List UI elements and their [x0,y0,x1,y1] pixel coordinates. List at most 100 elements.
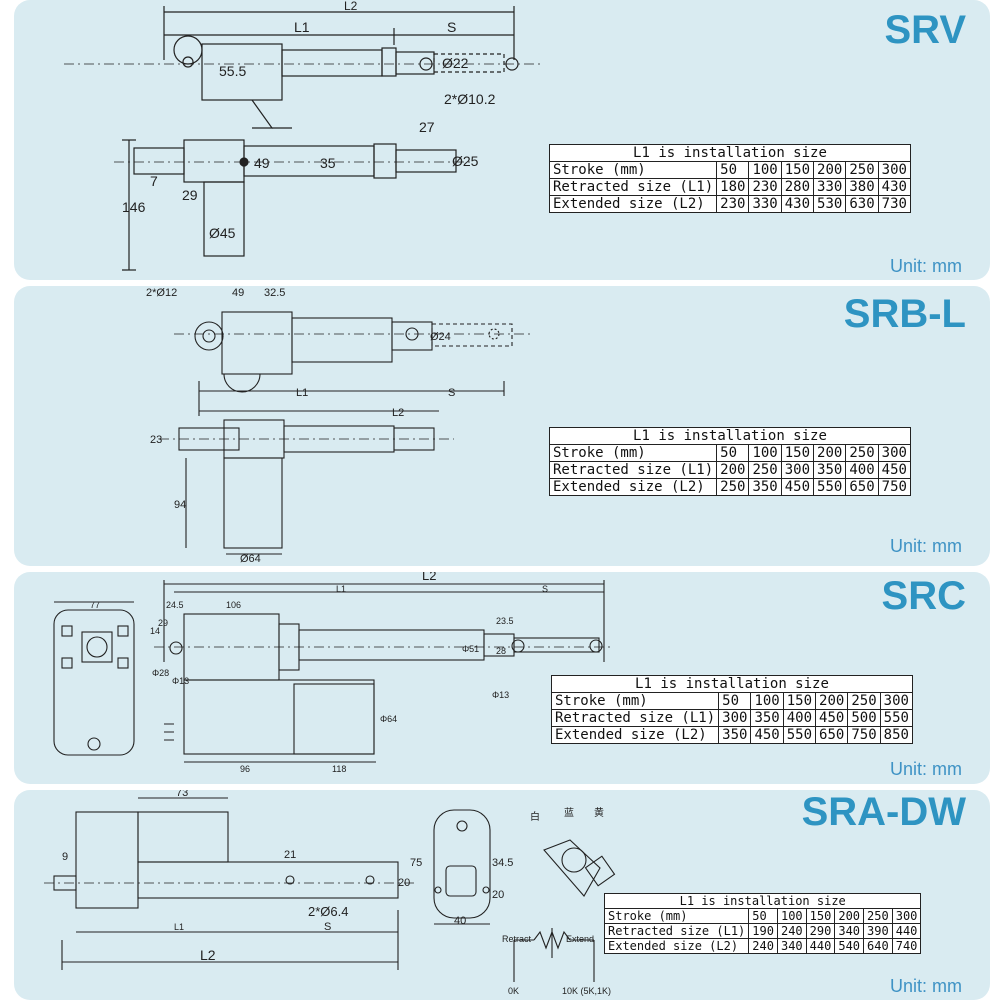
table-cell: 650 [845,478,879,496]
table-cell: 650 [815,726,849,744]
table-cell: 50 [718,692,752,710]
table-cell: 200 [815,692,849,710]
srv-dim-d25: Ø25 [452,153,479,169]
table-cell: 300 [877,161,911,179]
sra-dim-l2: L2 [200,947,216,963]
src-dim-245: 24.5 [166,600,184,610]
srv-dim-holes: 2*Ø10.2 [444,91,496,107]
table-cell: 330 [748,195,782,213]
table-cell: 190 [748,923,778,939]
table-caption: L1 is installation size [549,427,911,445]
table-cell: 440 [891,923,922,939]
table-row: Stroke (mm) 50 100 150 200 250 300 [548,161,911,179]
src-dim-29: 29 [158,618,168,628]
table-cell: 450 [780,478,815,496]
unit-label-srb-l: Unit: mm [890,536,962,556]
table-caption: L1 is installation size [551,675,913,693]
panel-title-src: SRC [881,574,966,618]
src-dim-l1: L1 [336,584,346,594]
pot-label-yellow: 黄 [594,806,604,819]
table-cell: Stroke (mm) [548,444,718,462]
panel-src: L2 L1 S 77 24.5 106 23.5 29 14 Φ28 Φ13 Φ… [14,572,990,784]
table-cell: 400 [782,709,817,727]
srv-dim-55: 55.5 [219,63,246,79]
src-dim-phi13a: Φ13 [172,676,189,686]
src-dim-96: 96 [240,764,250,774]
src-dim-phi64: Φ64 [380,714,397,724]
table-cell: 250 [845,444,879,462]
table-cell: 50 [716,161,750,179]
srv-dim-s: S [447,19,456,35]
table-cell: 50 [748,908,778,924]
sra-dim-9: 9 [62,851,68,863]
src-dim-235: 23.5 [496,616,514,626]
srb-dim-s: S [448,387,455,399]
table-cell: 230 [748,178,782,196]
srb-dim-l1: L1 [296,387,308,399]
table-row: Extended size (L2) 230 330 430 530 630 7… [548,195,911,213]
srv-dim-d22: Ø22 [442,55,469,71]
srb-dim-23: 23 [150,434,162,446]
panel-title-srb-l: SRB-L [843,292,966,336]
table-cell: Stroke (mm) [603,908,750,924]
table-row: Retracted size (L1) 190 240 290 340 390 … [603,923,922,939]
table-cell: 100 [748,161,782,179]
table-cell: 550 [782,726,817,744]
table-cell: Retracted size (L1) [548,178,718,196]
table-row: Stroke (mm) 50 100 150 200 250 300 [548,444,911,462]
table-row: Extended size (L2) 250 350 450 550 650 7… [548,478,911,496]
table-cell: 440 [805,938,836,954]
srv-drawing: L2 L1 S 55.5 Ø22 2*Ø10.2 27 49 35 Ø25 7 … [64,0,544,271]
table-cell: 350 [813,461,847,479]
sra-dim-20a: 20 [398,877,410,889]
schematic-retract: Retract [502,934,532,944]
srv-dim-146: 146 [122,199,146,215]
srv-dim-35: 35 [320,155,336,171]
table-cell: 380 [845,178,879,196]
table-cell: 500 [847,709,881,727]
spec-table-src: L1 is installation size Stroke (mm) 50 1… [550,675,913,744]
table-cell: Extended size (L2) [548,478,718,496]
table-cell: Retracted size (L1) [550,709,720,727]
table-cell: Retracted size (L1) [603,923,750,939]
table-row: Extended size (L2) 350 450 550 650 750 8… [550,726,913,744]
table-cell: 750 [847,726,881,744]
table-cell: Stroke (mm) [548,161,718,179]
table-cell: 340 [834,923,865,939]
panel-title-sra-dw: SRA-DW [801,790,966,834]
src-dim-14: 14 [150,626,160,636]
sra-dim-l1: L1 [174,922,184,932]
panel-title-srv: SRV [884,8,966,52]
table-cell: 300 [718,709,752,727]
srb-dim-49: 49 [232,287,244,299]
srv-dim-49: 49 [254,155,270,171]
table-row: Stroke (mm) 50 100 150 200 250 300 [603,908,922,924]
table-cell: 240 [776,923,807,939]
panel-sra-dw: 73 9 21 20 2*Ø6.4 L1 S L2 75 34.5 20 40 … [14,790,990,1000]
srb-dim-d24: Ø24 [430,331,451,343]
table-cell: 350 [748,478,782,496]
srb-dim-d64: Ø64 [240,553,261,565]
table-row: Retracted size (L1) 300 350 400 450 500 … [550,709,913,727]
srb-dim-l2: L2 [392,407,404,419]
table-cell: 250 [845,161,879,179]
table-cell: 300 [879,692,913,710]
table-cell: 850 [879,726,913,744]
table-cell: Extended size (L2) [550,726,720,744]
table-cell: 350 [718,726,752,744]
table-cell: 150 [805,908,836,924]
table-cell: 540 [834,938,865,954]
src-dim-phi13b: Φ13 [492,690,509,700]
schematic-pot: 10K (5K,1K) [562,986,611,996]
sra-dim-75: 75 [410,857,422,869]
table-row: Stroke (mm) 50 100 150 200 250 300 [550,692,913,710]
table-cell: 300 [780,461,815,479]
sra-dim-73: 73 [176,790,188,799]
spec-table-sra-dw: L1 is installation size Stroke (mm) 50 1… [603,893,922,954]
table-cell: 730 [877,195,911,213]
src-dim-28: 28 [496,646,506,656]
table-cell: 550 [879,709,913,727]
table-cell: 100 [748,444,782,462]
src-dim-106: 106 [226,600,241,610]
table-row: Extended size (L2) 240 340 440 540 640 7… [603,938,922,954]
